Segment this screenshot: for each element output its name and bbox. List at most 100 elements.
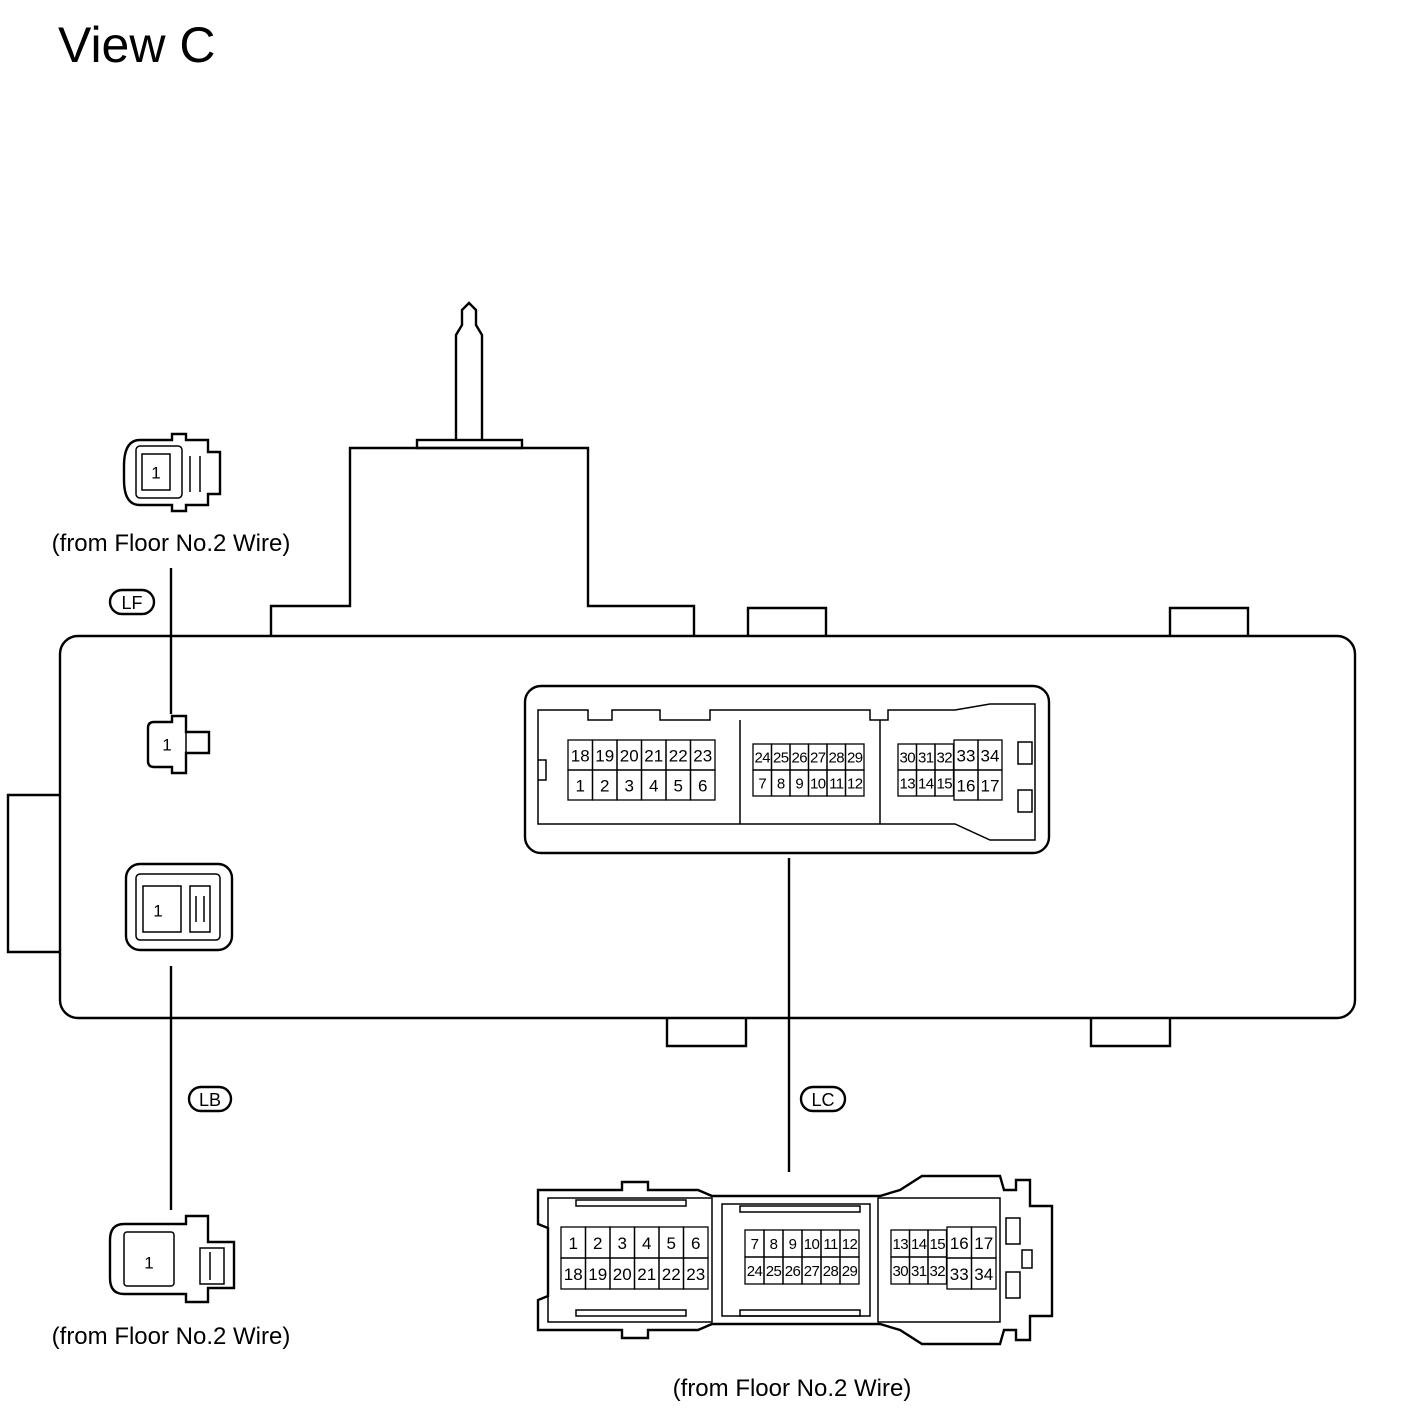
lc-caption: (from Floor No.2 Wire) <box>673 1375 912 1402</box>
lc-harness-pin-label: 17 <box>974 1234 993 1253</box>
lc-harness-pin-label: 19 <box>588 1265 607 1284</box>
mounting-stud <box>454 301 484 440</box>
lc-block-pin-label: 14 <box>918 776 934 793</box>
lc-block-pin-label: 4 <box>649 777 658 796</box>
lc-block-pin-label: 12 <box>847 776 863 793</box>
lc-harness-pin-label: 33 <box>950 1265 969 1284</box>
lc-code-badge: LC <box>799 1085 847 1113</box>
lc-block-pin-label: 24 <box>755 750 771 767</box>
lc-harness-pin-label: 4 <box>642 1234 651 1253</box>
lf-block-pin: 1 <box>162 736 171 755</box>
lc-harness-pin-label: 1 <box>569 1234 578 1253</box>
lc-block-pin-label: 30 <box>900 750 916 767</box>
bottom-clip <box>1089 1018 1172 1048</box>
top-bracket <box>269 446 696 636</box>
lc-harness-pin-label: 23 <box>686 1265 705 1284</box>
lc-block-cell <box>844 769 865 797</box>
svg-text:LB: LB <box>199 1090 221 1110</box>
lc-harness-pin-label: 2 <box>593 1234 602 1253</box>
lc-harness-pin-label: 32 <box>930 1263 946 1280</box>
lc-harness-cell <box>970 1257 997 1290</box>
lf-block-connector: 1 <box>146 714 211 775</box>
lc-harness-cell <box>682 1257 709 1290</box>
lf-harness-connector: 1 <box>122 432 222 513</box>
lc-block-pin-label: 27 <box>810 750 826 767</box>
lc-block-pin-label: 11 <box>829 776 844 793</box>
lc-harness-pin-label: 30 <box>893 1263 909 1280</box>
lc-harness-pin-label: 8 <box>770 1236 778 1253</box>
lc-block-cell <box>689 769 716 801</box>
lc-block-pin-label: 8 <box>777 776 785 793</box>
lc-block-pin-label: 28 <box>829 750 845 767</box>
lc-harness-pin-label: 11 <box>823 1236 838 1253</box>
lc-block-pin-label: 20 <box>620 747 639 766</box>
lc-block-pin-label: 23 <box>693 747 712 766</box>
lf-code-badge: LF <box>108 588 156 616</box>
lc-harness-pin-label: 5 <box>667 1234 676 1253</box>
lc-harness-pin-label: 10 <box>804 1236 820 1253</box>
lc-block-pin-label: 18 <box>571 747 590 766</box>
lc-block-pin-label: 2 <box>600 777 609 796</box>
lc-harness-pin-label: 26 <box>785 1263 801 1280</box>
lc-block-pin-label: 3 <box>625 777 634 796</box>
lc-harness-pin-label: 15 <box>930 1236 946 1253</box>
junction-block <box>6 301 1357 1048</box>
lc-harness-pin-label: 29 <box>842 1263 858 1280</box>
lb-block-connector: 1 <box>124 862 234 952</box>
lc-block-pin-label: 7 <box>758 776 766 793</box>
lc-harness-pin-label: 28 <box>823 1263 839 1280</box>
lc-harness-pin-label: 14 <box>911 1236 927 1253</box>
lc-block-pin-label: 9 <box>795 776 803 793</box>
top-clip <box>1168 606 1250 636</box>
top-clip <box>746 606 828 636</box>
lc-harness-pin-label: 6 <box>691 1234 700 1253</box>
lb-code-badge: LB <box>187 1085 233 1113</box>
lc-harness-pin-label: 12 <box>842 1236 858 1253</box>
lc-harness-pin-label: 7 <box>751 1236 759 1253</box>
lc-harness-pin-label: 20 <box>613 1265 632 1284</box>
lc-block-pin-label: 1 <box>576 777 585 796</box>
lb-harness-pin: 1 <box>144 1254 153 1273</box>
lc-block-pin-label: 19 <box>595 747 614 766</box>
lc-block-pin-label: 5 <box>674 777 683 796</box>
lc-harness-pin-label: 27 <box>804 1263 820 1280</box>
lc-block-pin-label: 33 <box>957 747 976 766</box>
lc-block-pin-label: 13 <box>900 776 916 793</box>
lc-block-pin-label: 10 <box>810 776 826 793</box>
lc-harness-pin-label: 25 <box>766 1263 782 1280</box>
lc-block-cell <box>977 769 1003 801</box>
lc-harness-pin-label: 24 <box>747 1263 763 1280</box>
svg-text:LC: LC <box>811 1090 834 1110</box>
lc-block-pin-label: 34 <box>981 747 1000 766</box>
lb-block-pin: 1 <box>153 902 162 921</box>
lc-harness-pin-label: 16 <box>950 1234 969 1253</box>
lf-harness-pin: 1 <box>151 464 160 483</box>
lc-block-pin-label: 31 <box>918 750 934 767</box>
lc-block-pin-label: 22 <box>669 747 688 766</box>
lc-block-pin-label: 15 <box>937 776 953 793</box>
svg-text:LF: LF <box>121 593 142 613</box>
bottom-clip <box>665 1018 748 1048</box>
lc-block-pin-label: 6 <box>698 777 707 796</box>
lc-harness-pin-label: 34 <box>974 1265 993 1284</box>
lc-harness-pin-label: 31 <box>911 1263 927 1280</box>
lc-harness-pin-label: 21 <box>637 1265 656 1284</box>
view-title: View C <box>58 17 215 73</box>
lc-block-pin-label: 25 <box>773 750 789 767</box>
lc-block-pin-label: 26 <box>792 750 808 767</box>
lb-harness-connector: 1 <box>108 1214 236 1304</box>
lc-block-pin-label: 29 <box>847 750 863 767</box>
lc-block-pin-label: 32 <box>937 750 953 767</box>
lb-caption: (from Floor No.2 Wire) <box>52 1323 291 1350</box>
lc-harness-pin-label: 22 <box>662 1265 681 1284</box>
lc-harness-pin-label: 3 <box>618 1234 627 1253</box>
lc-harness-pin-label: 18 <box>564 1265 583 1284</box>
lc-block-pin-label: 16 <box>957 777 976 796</box>
lc-block-pin-label: 17 <box>981 777 1000 796</box>
lc-harness-pin-label: 9 <box>789 1236 797 1253</box>
lc-block-pin-label: 21 <box>644 747 663 766</box>
side-tab <box>6 793 60 954</box>
